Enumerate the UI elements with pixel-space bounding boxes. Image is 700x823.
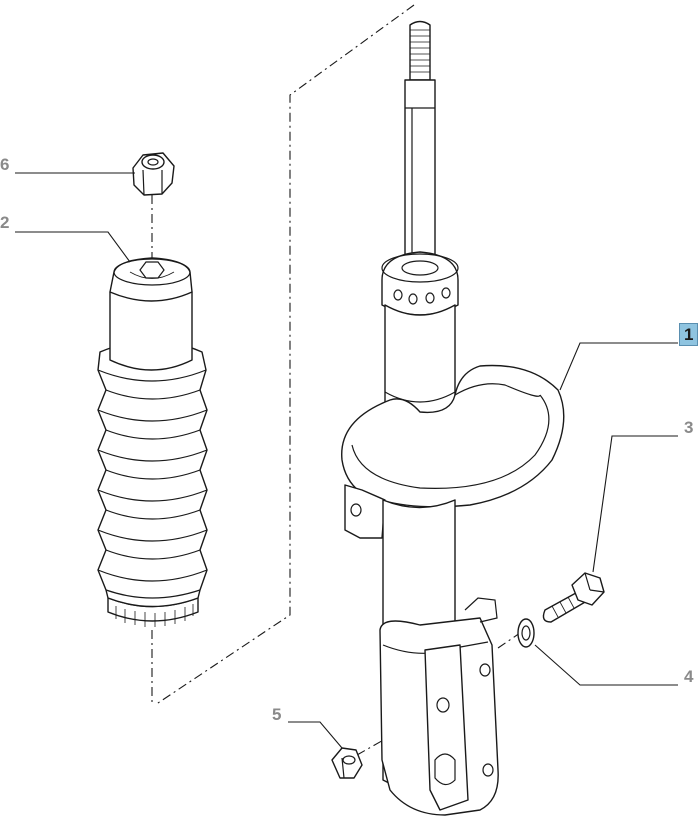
part-2-dust-boot <box>97 257 208 627</box>
callout-1: 1 <box>679 323 699 346</box>
callout-5: 5 <box>272 705 282 724</box>
callout-3: 3 <box>684 418 694 437</box>
part-1-strut <box>341 20 565 816</box>
callout-2: 2 <box>0 213 10 232</box>
callout-6: 6 <box>0 155 10 174</box>
part-4-washer <box>517 618 535 648</box>
part-3-bolt <box>542 572 605 623</box>
part-6-nut <box>132 152 175 196</box>
part-5-nut <box>331 747 363 779</box>
leader-lines <box>15 172 678 749</box>
callout-4: 4 <box>684 667 694 686</box>
